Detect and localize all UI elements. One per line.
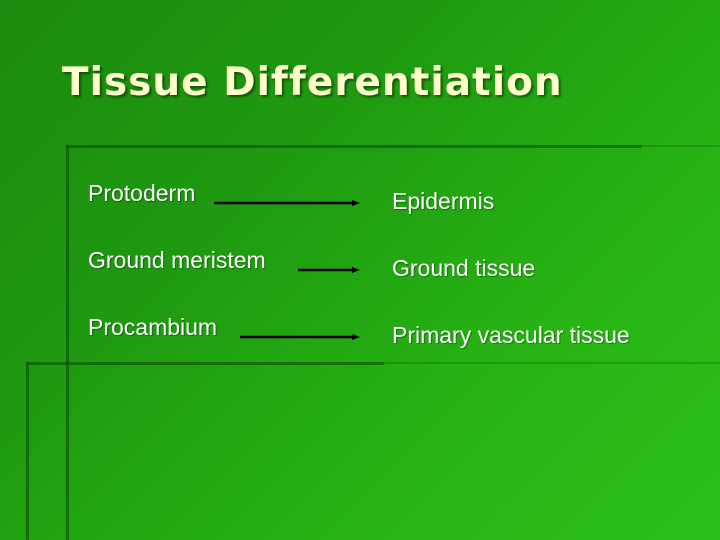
- row-target-label: Ground tissue: [392, 255, 536, 281]
- slide-title: Tissue Differentiation: [62, 60, 563, 105]
- decorative-frame-bottom-line: [26, 362, 384, 365]
- differentiation-row-procambium: Procambium Primary vascular tissue: [0, 312, 720, 352]
- row-source-label: Protoderm: [88, 180, 196, 206]
- arrow-icon: [240, 334, 360, 340]
- arrow-icon: [214, 200, 360, 206]
- row-source-label: Ground meristem: [88, 247, 266, 273]
- decorative-frame-bottom-line-extension: [384, 362, 720, 364]
- arrow-icon: [298, 267, 360, 273]
- decorative-frame-top-line: [66, 145, 642, 148]
- row-target-label: Epidermis: [392, 188, 495, 214]
- row-source-label: Procambium: [88, 314, 218, 340]
- decorative-frame-top-line-extension: [642, 145, 720, 147]
- decorative-frame-left-line: [66, 145, 69, 540]
- decorative-frame-outer-left-line: [26, 362, 29, 540]
- row-target-label: Primary vascular tissue: [392, 322, 630, 348]
- differentiation-row-protoderm: Protoderm Epidermis: [0, 178, 720, 218]
- differentiation-row-ground-meristem: Ground meristem Ground tissue: [0, 245, 720, 285]
